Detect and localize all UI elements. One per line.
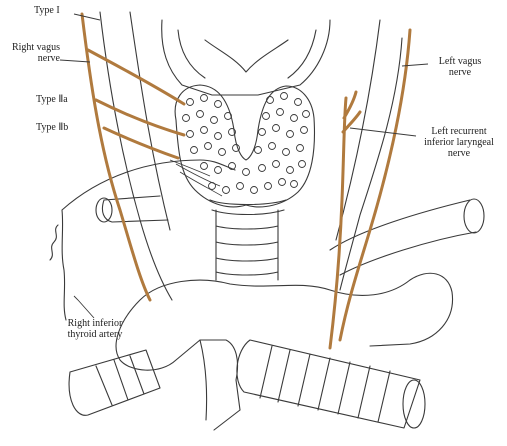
- label-type-iib: Type Ⅱb: [36, 122, 68, 133]
- thyroid-gland: [175, 85, 314, 207]
- left-subclavian-end: [464, 199, 484, 233]
- label-left-vagus-nerve: Left vagus nerve: [428, 56, 492, 78]
- aortic-arch: [116, 273, 452, 410]
- label-type-iia: Type Ⅱa: [36, 94, 68, 105]
- trachea: [216, 210, 278, 280]
- type-i-nerve: [88, 50, 184, 104]
- pointer-right-inferior-thyroid: [74, 296, 94, 318]
- artery-wiggle: [50, 225, 58, 260]
- left-brachiocephalic-vein: [237, 340, 420, 428]
- pointer-right-vagus: [60, 60, 90, 62]
- thyroid-cartilage-notch: [205, 40, 288, 72]
- aorta-lower: [200, 340, 240, 430]
- left-brachiocephalic-end: [403, 380, 425, 428]
- thyroid-follicles: [183, 93, 310, 194]
- left-recurrent-laryngeal-nerve: [330, 92, 360, 348]
- pointer-type-i: [74, 14, 100, 20]
- right-vagus-nerve: [82, 14, 150, 300]
- right-brachiocephalic-vein: [69, 350, 160, 415]
- left-subclavian-artery: [330, 200, 476, 275]
- label-right-vagus-nerve: Right vagus nerve: [2, 42, 60, 64]
- left-neck-contour: [340, 38, 402, 290]
- label-type-i: Type I: [34, 5, 60, 16]
- pointer-left-recurrent: [350, 128, 416, 136]
- type-iib-nerve: [104, 128, 178, 158]
- label-left-recurrent-laryngeal-nerve: Left recurrent inferior laryngeal nerve: [414, 126, 504, 159]
- label-right-inferior-thyroid-artery: Right inferior thyroid artery: [56, 318, 134, 340]
- larynx-outline: [162, 20, 330, 95]
- cricoid-cartilage: [210, 200, 286, 215]
